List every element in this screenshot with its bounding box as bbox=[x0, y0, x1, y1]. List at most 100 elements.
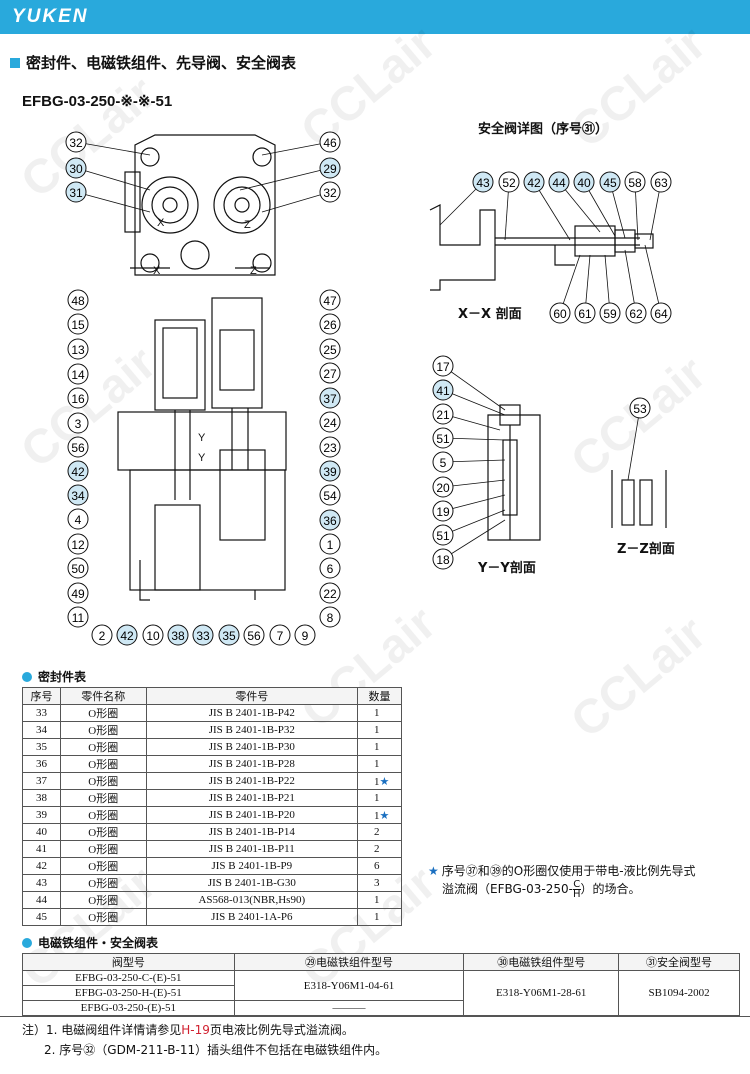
seal-part: JIS B 2401-1B-P11 bbox=[145, 840, 359, 858]
part-balloon: 54 bbox=[319, 484, 341, 506]
part-number: 23 bbox=[323, 441, 337, 455]
seal-no: 40 bbox=[22, 823, 61, 841]
seal-no-text: 42 bbox=[35, 860, 47, 872]
xx-section-caption: X－X 剖面 bbox=[458, 307, 522, 322]
seal-part-text: JIS B 2401-1B-P20 bbox=[208, 809, 295, 821]
kit-table-title: 电磁铁组件・安全阀表 bbox=[22, 934, 158, 951]
seal-qty-text: 1 bbox=[374, 809, 380, 822]
part-balloon: 5 bbox=[432, 451, 454, 473]
x-mark-left: X bbox=[153, 265, 161, 277]
seal-header-part: 零件号 bbox=[145, 687, 359, 705]
seal-qty: 3 bbox=[357, 874, 402, 892]
part-number: 38 bbox=[171, 629, 185, 643]
part-number: 4 bbox=[75, 513, 82, 527]
part-balloon: 38 bbox=[167, 624, 189, 646]
seal-qty-text: 2 bbox=[374, 826, 380, 838]
star-icon: ★ bbox=[428, 864, 439, 878]
part-balloon: 4 bbox=[67, 508, 89, 530]
footnote1-page-link[interactable]: H-19 bbox=[181, 1023, 210, 1037]
seal-name-text: O形圈 bbox=[88, 759, 119, 771]
part-number: 51 bbox=[436, 529, 450, 543]
note-line2-suffix: ）的场合。 bbox=[580, 882, 641, 896]
seal-part: JIS B 2401-1B-P32 bbox=[145, 721, 359, 739]
zz-section-caption: Z－Z剖面 bbox=[617, 542, 675, 557]
leader-line bbox=[75, 141, 151, 156]
part-balloon: 53 bbox=[629, 397, 651, 419]
part-number: 35 bbox=[222, 629, 236, 643]
leader-line bbox=[261, 141, 331, 156]
safety-valve-detail-caption: 安全阀详图（序号㉛） bbox=[478, 122, 609, 137]
part-balloon: 61 bbox=[574, 302, 596, 324]
seal-name-text: O形圈 bbox=[88, 878, 119, 890]
part-balloon: 33 bbox=[192, 624, 214, 646]
seal-part-text: JIS B 2401-1B-P22 bbox=[208, 775, 295, 787]
part-balloon: 8 bbox=[319, 606, 341, 628]
part-balloon: 46 bbox=[319, 131, 341, 153]
part-number: 58 bbox=[628, 176, 642, 190]
seal-qty-text: 1 bbox=[374, 741, 380, 753]
part-number: 64 bbox=[654, 307, 668, 321]
top-view-body bbox=[134, 134, 276, 276]
top-view-flange bbox=[124, 171, 141, 233]
seal-qty-text: 3 bbox=[374, 877, 380, 889]
seal-part-text: JIS B 2401-1B-P21 bbox=[208, 792, 295, 804]
part-number: 41 bbox=[436, 384, 450, 398]
seal-no-text: 34 bbox=[35, 724, 47, 736]
seal-qty-text: 1 bbox=[374, 775, 380, 788]
part-number: 47 bbox=[323, 294, 337, 308]
part-balloon: 44 bbox=[548, 171, 570, 193]
part-number: 39 bbox=[323, 465, 337, 479]
kit-coil29-none: ——— bbox=[233, 1000, 465, 1016]
kit-coil30: E318-Y06M1-28-61 bbox=[463, 970, 620, 1016]
part-number: 12 bbox=[71, 538, 85, 552]
part-balloon: 24 bbox=[319, 411, 341, 433]
y-mark-lower: Y bbox=[198, 452, 206, 464]
part-balloon: 50 bbox=[67, 557, 89, 579]
seal-part: JIS B 2401-1B-P21 bbox=[145, 789, 359, 807]
part-balloon: 13 bbox=[67, 338, 89, 360]
seal-no: 34 bbox=[22, 721, 61, 739]
part-number: 60 bbox=[553, 307, 567, 321]
part-balloon: 27 bbox=[319, 362, 341, 384]
part-balloon: 20 bbox=[432, 476, 454, 498]
seal-header-qty: 数量 bbox=[357, 687, 402, 705]
seal-qty: 1★ bbox=[357, 806, 402, 824]
seal-name: O形圈 bbox=[59, 908, 147, 926]
seal-no: 45 bbox=[22, 908, 61, 926]
part-balloon: 11 bbox=[67, 606, 89, 628]
part-number: 53 bbox=[633, 402, 647, 416]
part-number: 13 bbox=[71, 343, 85, 357]
part-balloon: 7 bbox=[269, 624, 291, 646]
o-ring-note: ★序号㊲和㊴的O形圈仅使用于带电-液比例先导式 溢流阀（EFBG-03-250-… bbox=[428, 862, 738, 900]
leader-line bbox=[261, 191, 331, 213]
part-balloon: 34 bbox=[67, 484, 89, 506]
part-balloon: 18 bbox=[432, 548, 454, 570]
leader-line bbox=[442, 519, 506, 560]
part-number: 33 bbox=[196, 629, 210, 643]
part-number: 49 bbox=[71, 587, 85, 601]
part-number: 54 bbox=[323, 489, 337, 503]
part-balloon: 12 bbox=[67, 533, 89, 555]
part-balloon: 48 bbox=[67, 289, 89, 311]
seal-name: O形圈 bbox=[59, 823, 147, 841]
part-balloon: 43 bbox=[472, 171, 494, 193]
footnote2: 2. 序号㉜（GDM-211-B-11）插头组件不包括在电磁铁组件内。 bbox=[44, 1043, 388, 1057]
seal-name-text: O形圈 bbox=[88, 912, 119, 924]
seal-name-text: O形圈 bbox=[88, 827, 119, 839]
seal-qty: 1 bbox=[357, 908, 402, 926]
seal-part-text: JIS B 2401-1B-G30 bbox=[207, 877, 296, 889]
part-balloon: 14 bbox=[67, 363, 89, 385]
part-number: 61 bbox=[578, 307, 592, 321]
seal-no-text: 41 bbox=[35, 843, 47, 855]
seal-part: JIS B 2401-1B-G30 bbox=[145, 874, 359, 892]
left-solenoid bbox=[154, 319, 206, 411]
part-balloon: 17 bbox=[432, 355, 454, 377]
kit-header-coil30: ㉚电磁铁组件型号 bbox=[463, 953, 620, 971]
part-balloon: 10 bbox=[142, 624, 164, 646]
seal-name-text: O形圈 bbox=[88, 776, 119, 788]
